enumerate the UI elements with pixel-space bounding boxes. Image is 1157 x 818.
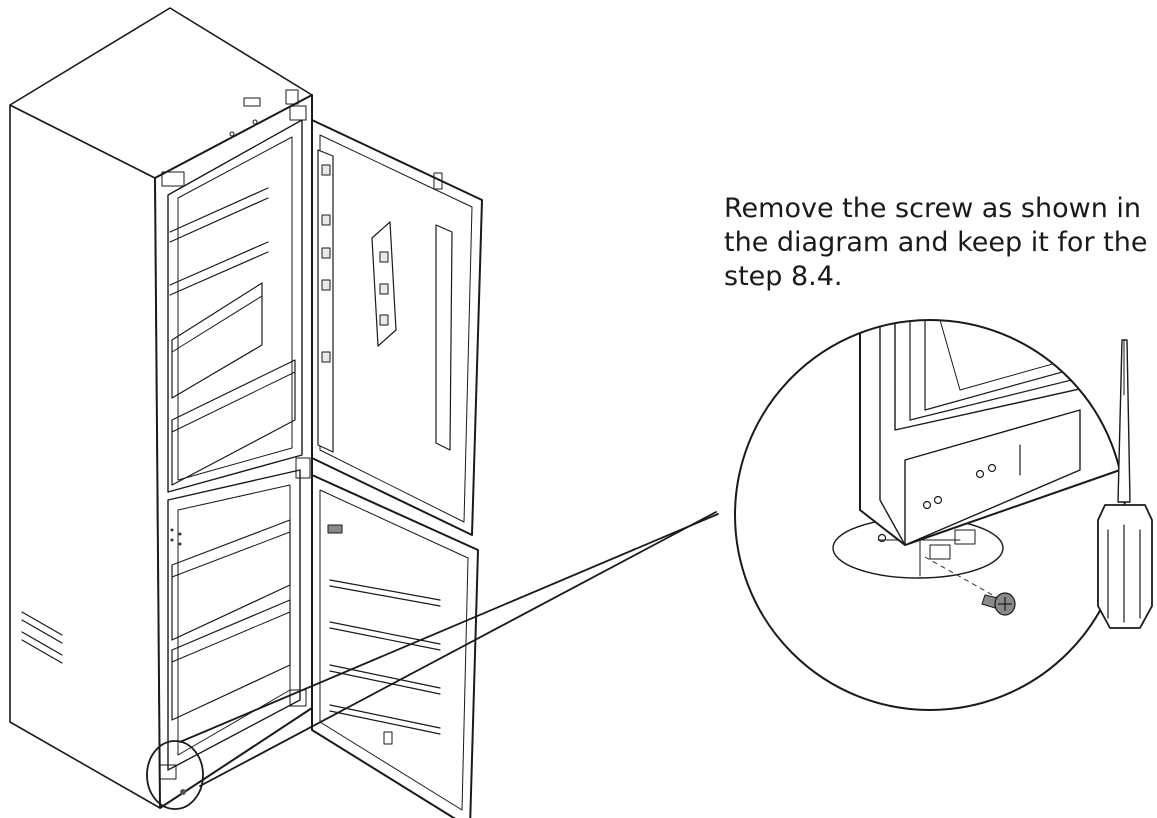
instruction-text: Remove the screw as shown in the diagram… [724,192,1148,294]
screw-icon [981,592,1016,616]
detail-callout [146,511,719,810]
instruction-line-3: step 8.4. [724,261,843,292]
fridge-compartment [161,105,307,493]
upper-door [311,119,483,536]
instruction-line-1: Remove the screw as shown in [724,193,1142,224]
instruction-line-2: the diagram and keep it for the [724,227,1148,258]
freezer-compartment [167,457,311,771]
screwdriver-icon [1097,339,1153,629]
magnified-hinge-detail [734,319,1126,711]
lower-door [311,474,479,818]
